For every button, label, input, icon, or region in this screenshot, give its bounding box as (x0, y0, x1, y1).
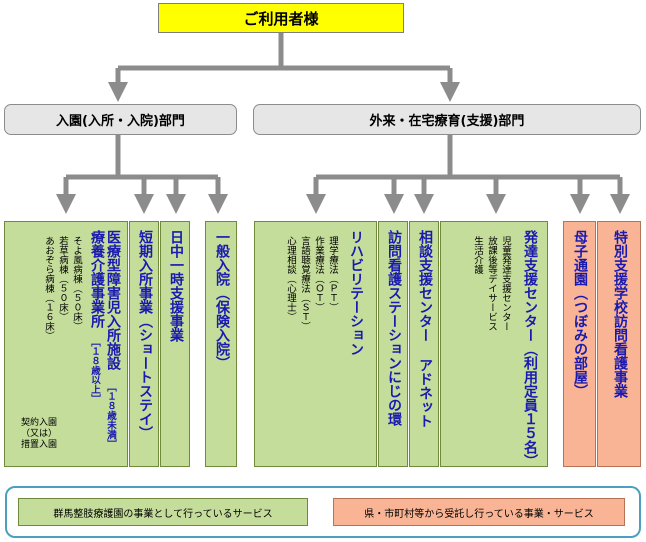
nichu-title: 日中一時支援事業 (168, 230, 184, 342)
ryoyo-title: 療養介護事業所 (89, 230, 105, 328)
houmon-box: 訪問看護ステーションにじの環 (378, 221, 408, 467)
tanki-title: 短期入所事業（ショートステイ） (137, 230, 153, 440)
ryoyo-age: ［１８歳以上］ (89, 337, 100, 404)
rehab-item-st: 言語聴覚療法（ＳＴ） (299, 236, 310, 331)
legend-green: 群馬整肢療護園の事業として行っているサービス (18, 498, 308, 526)
tanki-box: 短期入所事業（ショートステイ） (129, 221, 159, 467)
root-label: ご利用者様 (243, 9, 319, 28)
boshi-box: 母子通園（つぼみの部屋） (563, 221, 596, 467)
iryogata-title: 医療型障害児入所施設 (105, 230, 121, 370)
rehab-item-ot: 作業療法（ＯＴ） (313, 236, 324, 312)
outpatient-department-label: 外来・在宅療育(支援)部門 (369, 114, 525, 129)
contract-note: 契約入園 （又は） 措置入園 (7, 418, 71, 451)
rehab-title: リハビリテーション (348, 230, 364, 356)
ward-wakakusa: 若草病棟（５０床） (57, 236, 68, 322)
iryogata-age: ［１８歳未満］ (105, 382, 116, 449)
hattatsu-item-jido: 児童発達支援センター (500, 236, 511, 331)
tokubetsu-title: 特別支援学校訪問看護事業 (612, 230, 628, 398)
nichu-box: 日中一時支援事業 (160, 221, 190, 467)
ryoyo-iryogata-box: 医療型障害児入所施設 ［１８歳未満］ 療養介護事業所 ［１８歳以上］ そよ風病棟… (4, 221, 128, 467)
inpatient-department-label: 入園(入所・入院)部門 (56, 114, 185, 129)
soudan-box: 相談支援センター アドネット (409, 221, 439, 467)
rehab-item-psych: 心理相談（心理士） (285, 236, 296, 322)
legend-orange-label: 県・市町村等から受託し行っている事業・サービス (364, 508, 594, 520)
hattatsu-item-hokago: 放課後等デイサービス (486, 236, 497, 331)
boshi-title: 母子通園（つぼみの部屋） (572, 230, 588, 398)
ward-aozora: あおぞら病棟（１６床） (43, 236, 54, 341)
contract-line-3: 措置入園 (20, 440, 57, 450)
contract-line-2: （又は） (20, 429, 57, 439)
soudan-title: 相談支援センター アドネット (417, 230, 433, 428)
tokubetsu-box: 特別支援学校訪問看護事業 (597, 221, 641, 467)
ippan-box: 一般入院（保険入院） (205, 221, 237, 467)
ward-soyokaze: そよ風病棟（５０床） (71, 236, 82, 331)
outpatient-department: 外来・在宅療育(支援)部門 (253, 104, 641, 135)
inpatient-department: 入園(入所・入院)部門 (4, 104, 237, 135)
hattatsu-title: 発達支援センター（利用定員１５名） (522, 230, 538, 468)
contract-line-1: 契約入園 (20, 418, 57, 428)
rehab-item-pt: 理学療法（ＰＴ） (327, 236, 338, 312)
legend-frame (5, 486, 641, 538)
ippan-title: 一般入院（保険入院） (214, 230, 230, 370)
hattatsu-item-seikatsu: 生活介護 (472, 236, 483, 274)
root-user-box: ご利用者様 (158, 3, 404, 33)
legend-green-label: 群馬整肢療護園の事業として行っているサービス (53, 508, 273, 520)
rehab-box: リハビリテーション 理学療法（ＰＴ） 作業療法（ＯＴ） 言語聴覚療法（ＳＴ） 心… (254, 221, 377, 467)
legend-orange: 県・市町村等から受託し行っている事業・サービス (333, 498, 625, 526)
houmon-title: 訪問看護ステーションにじの環 (386, 230, 402, 426)
hattatsu-box: 発達支援センター（利用定員１５名） 児童発達支援センター 放課後等デイサービス … (440, 221, 548, 468)
